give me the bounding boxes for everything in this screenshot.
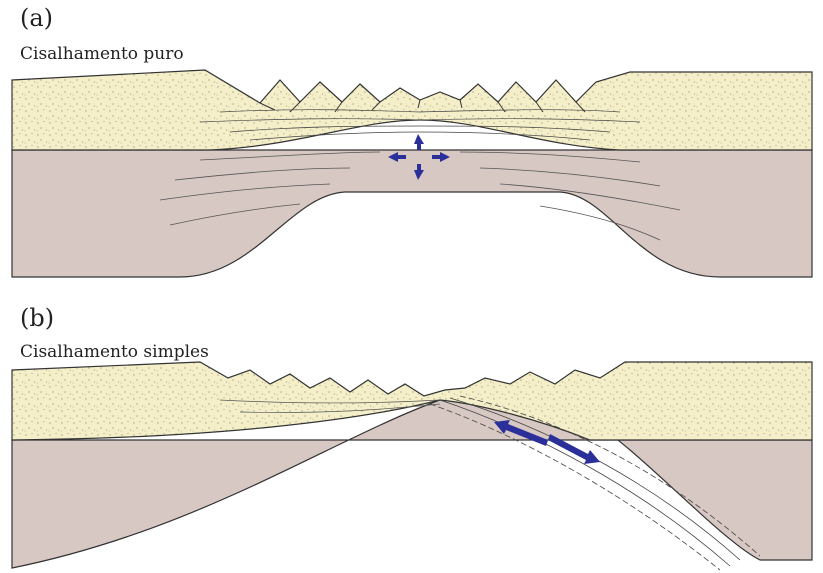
panel-a-section xyxy=(12,70,812,277)
panel-a-basement xyxy=(12,150,812,277)
panel-b-section xyxy=(12,362,812,570)
panel-a-sediment xyxy=(12,70,812,150)
